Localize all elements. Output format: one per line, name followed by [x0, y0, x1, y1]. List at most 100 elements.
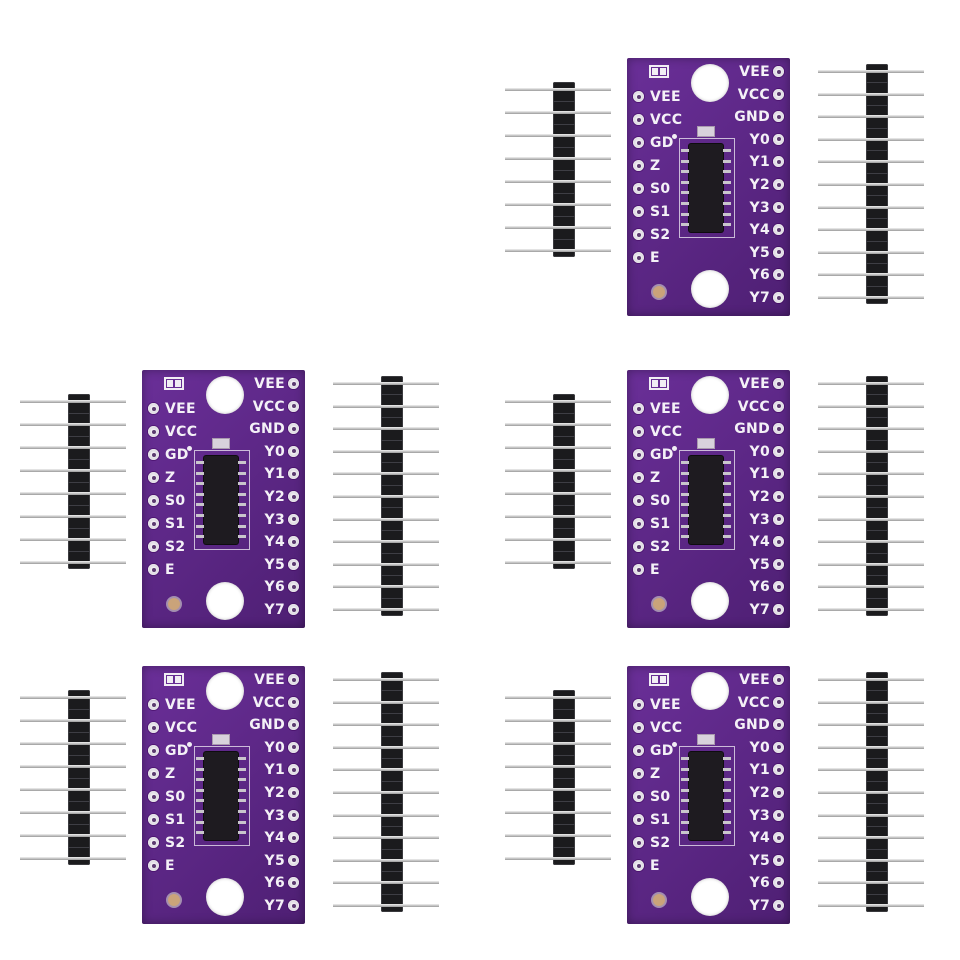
chip-leg: [681, 757, 689, 760]
header-pin: [333, 700, 439, 704]
header-segment: [553, 458, 575, 460]
header-pin: [333, 858, 439, 862]
led-footprint: [164, 673, 184, 686]
solder-pad: [773, 787, 784, 798]
pin-label-right: VEE: [254, 672, 285, 688]
solder-pad: [773, 764, 784, 776]
pin-label-right: Y4: [264, 534, 285, 551]
chip-leg: [681, 191, 689, 195]
pin-label-right: GND: [249, 717, 285, 734]
header-pin: [818, 404, 924, 408]
pin-label-right: Y5: [749, 852, 770, 869]
header-pin: [505, 811, 611, 814]
pin-label-right: Y4: [749, 830, 770, 847]
header-pin: [505, 696, 611, 699]
solder-pad: [148, 814, 159, 825]
chip-leg: [681, 159, 689, 163]
pin-label-right: Y0: [749, 443, 770, 460]
header-pin: [818, 472, 924, 476]
header-pin: [20, 696, 126, 699]
pin-label-right: VEE: [739, 376, 770, 392]
chip-leg: [238, 778, 246, 782]
header-pin: [20, 538, 126, 541]
solder-pad: [773, 513, 784, 525]
header-pin: [20, 492, 126, 495]
header-pin: [818, 562, 924, 566]
pin-label-left: VEE: [165, 697, 196, 713]
header-segment: [68, 708, 90, 710]
header-pin: [505, 788, 611, 791]
solder-pad: [773, 88, 784, 100]
header-segment: [866, 507, 888, 509]
chip-leg: [196, 767, 204, 771]
pin-label-left: S1: [650, 204, 671, 220]
header-segment: [866, 439, 888, 441]
pin-label-right: Y3: [749, 199, 770, 216]
solder-pad: [288, 581, 299, 593]
solder-pad: [633, 183, 644, 194]
header-pin: [818, 540, 924, 544]
solder-pad: [633, 699, 644, 710]
pin-label-left: S0: [165, 493, 186, 509]
header-segment: [866, 263, 888, 265]
header-pin: [818, 700, 924, 704]
solder-pad: [773, 719, 784, 731]
chip-leg: [196, 471, 204, 475]
pin1-marker: [672, 446, 677, 451]
header-pin: [333, 562, 439, 566]
header-pin: [505, 538, 611, 541]
chip-leg: [196, 514, 204, 517]
solder-pad: [773, 292, 784, 303]
header-pin: [818, 427, 924, 431]
pin-label-left: Z: [650, 470, 661, 486]
header-pin: [505, 446, 611, 449]
chip-leg: [723, 180, 731, 184]
pin-label-left: S0: [650, 493, 671, 509]
header-pin: [818, 723, 924, 727]
chip-leg: [196, 524, 204, 528]
chip-leg: [681, 820, 689, 824]
header-segment: [381, 597, 403, 599]
header-segment: [381, 394, 403, 396]
solder-pad: [633, 449, 644, 460]
header-segment: [866, 871, 888, 873]
mounting-hole: [691, 270, 729, 308]
chip-leg: [238, 492, 246, 496]
smd-capacitor: [212, 438, 230, 449]
solder-pad: [773, 423, 784, 435]
header-pin: [818, 92, 924, 96]
pin-label-left: Z: [650, 158, 661, 174]
pin-label-left: S0: [165, 789, 186, 805]
chip-leg: [723, 471, 731, 475]
header-pin: [818, 250, 924, 254]
chip-leg: [681, 535, 689, 539]
header-segment: [381, 529, 403, 531]
header-pin: [333, 404, 439, 408]
chip-leg: [723, 170, 731, 174]
header-pin: [333, 813, 439, 817]
mounting-hole: [691, 582, 729, 620]
header-pin: [818, 382, 924, 385]
pin-label-right: VEE: [254, 376, 285, 392]
pin-label-left: E: [650, 858, 660, 874]
solder-pad: [288, 787, 299, 798]
chip-leg: [723, 788, 731, 792]
header-pin: [505, 400, 611, 403]
pin-label-right: VCC: [737, 86, 770, 103]
header-segment: [553, 754, 575, 756]
pin-label-right: Y0: [264, 739, 285, 756]
chip-leg: [196, 799, 204, 803]
solder-pad: [633, 426, 644, 437]
header-pin: [818, 273, 924, 277]
solder-pad: [288, 513, 299, 525]
solder-pad: [288, 764, 299, 776]
header-segment: [866, 597, 888, 599]
header-pin: [505, 834, 611, 837]
pin1-marker: [187, 446, 192, 451]
solder-pad: [633, 541, 644, 552]
pin-label-right: GND: [734, 717, 770, 734]
chip-leg: [681, 223, 689, 227]
header-pin: [505, 111, 611, 114]
